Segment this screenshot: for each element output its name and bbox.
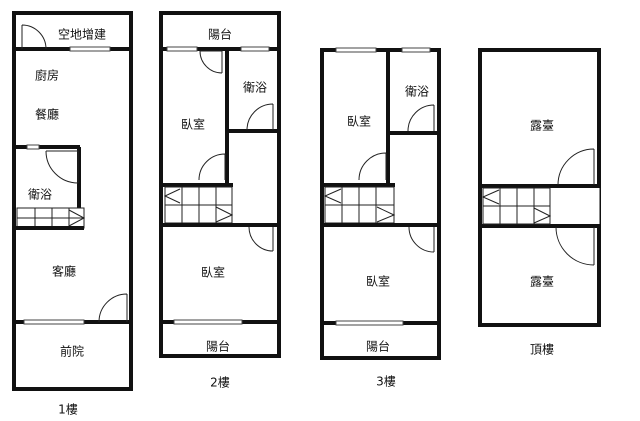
stairs-3 xyxy=(323,186,396,224)
roof-plan: 露臺 露臺 頂樓 xyxy=(478,48,601,357)
stairs-1 xyxy=(16,207,86,229)
room-label: 露臺 xyxy=(530,118,554,133)
room-label: 陽台 xyxy=(366,339,390,354)
room-label: 臥室 xyxy=(201,265,225,280)
room-label: 衛浴 xyxy=(243,81,267,95)
room-label: 衛浴 xyxy=(28,188,52,202)
room-label: 臥室 xyxy=(181,117,205,132)
floor-1-plan: 空地增建 廚房 餐廳 衛浴 客廳 前院 1樓 xyxy=(12,11,133,417)
room-label: 餐廳 xyxy=(35,107,59,122)
floor-2-plan: 陽台 衛浴 臥室 臥室 陽台 2樓 xyxy=(159,11,281,390)
floor-3-plan: 衛浴 臥室 臥室 陽台 3樓 xyxy=(320,47,441,389)
room-label: 客廳 xyxy=(52,264,76,279)
floor-label: 3樓 xyxy=(376,374,396,389)
room-label: 臥室 xyxy=(347,114,371,129)
floor-label: 頂樓 xyxy=(530,342,554,357)
room-label: 陽台 xyxy=(208,27,232,42)
room-label: 陽台 xyxy=(206,339,230,354)
stairs-roof xyxy=(481,187,552,225)
room-label: 衛浴 xyxy=(405,85,429,99)
floor-label: 1樓 xyxy=(58,402,78,417)
room-label: 露臺 xyxy=(530,274,554,289)
room-label: 前院 xyxy=(60,344,84,359)
room-label: 廚房 xyxy=(35,68,59,83)
floor-label: 2樓 xyxy=(210,375,230,390)
room-label: 空地增建 xyxy=(58,28,106,42)
room-label: 臥室 xyxy=(366,274,390,289)
stairs-2 xyxy=(163,186,234,224)
